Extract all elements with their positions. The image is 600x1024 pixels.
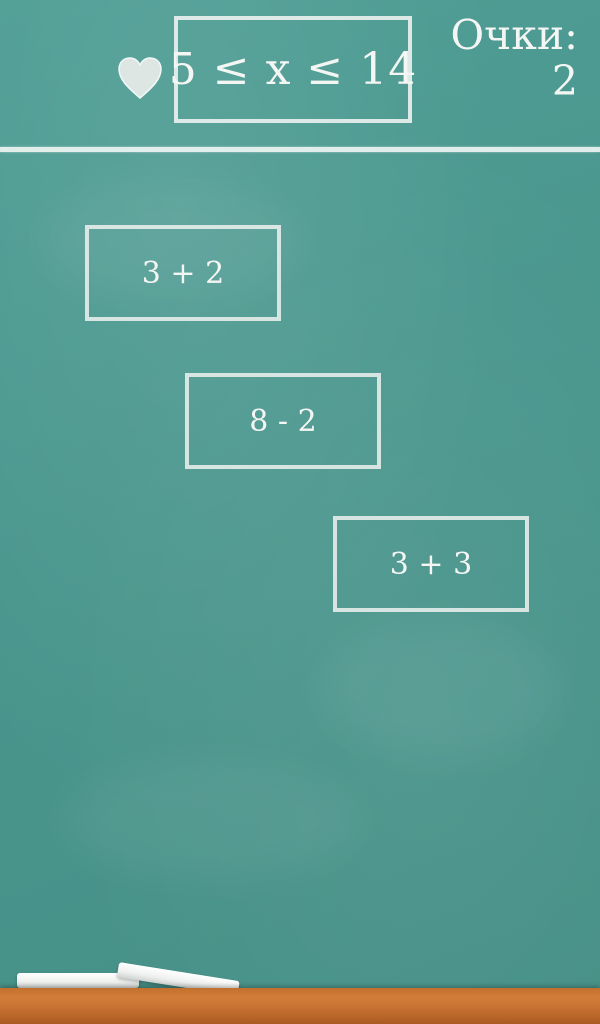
score-panel: Очки: 2 <box>451 12 578 104</box>
answer-box[interactable]: 8 - 2 <box>185 373 381 469</box>
header-divider <box>0 147 600 152</box>
answer-expression: 8 - 2 <box>249 403 317 439</box>
chalk-smudge <box>40 180 300 300</box>
target-range-box: 5 ≤ x ≤ 14 <box>169 16 416 123</box>
score-value: 2 <box>551 57 578 105</box>
heart-icon <box>117 56 163 100</box>
target-range-text: 5 ≤ x ≤ 14 <box>168 44 418 95</box>
chalk-stick <box>17 973 139 988</box>
answer-expression: 3 + 3 <box>389 546 473 582</box>
answer-expression: 3 + 2 <box>141 255 225 291</box>
score-label: Очки: <box>450 11 578 59</box>
chalk-smudge <box>320 620 560 760</box>
answer-box[interactable]: 3 + 2 <box>85 225 281 321</box>
chalk-ledge <box>0 988 600 1024</box>
answer-box[interactable]: 3 + 3 <box>333 516 529 612</box>
chalk-smudge <box>60 760 360 880</box>
